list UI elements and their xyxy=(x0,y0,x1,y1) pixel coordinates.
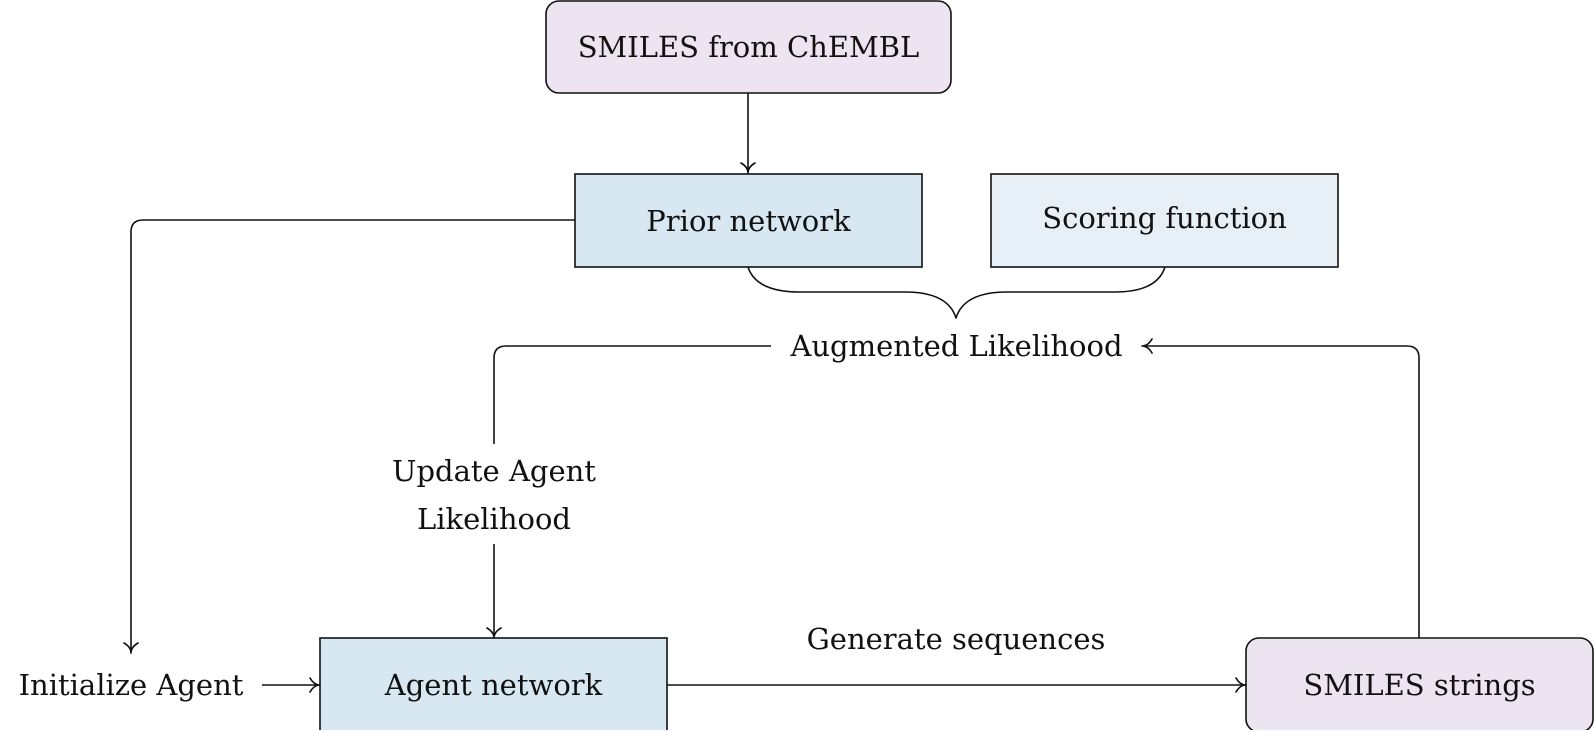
edge-smiles-to-augmented xyxy=(1144,345,1420,638)
prior-network-label: Prior network xyxy=(646,203,851,238)
agent-network-box xyxy=(319,637,668,730)
arrowhead-prior-to-initialize xyxy=(123,642,139,654)
generate-sequences-label: Generate sequences xyxy=(806,622,1106,656)
chembl-source-label: SMILES from ChEMBL xyxy=(577,30,920,64)
edge-augmented-to-update xyxy=(493,345,771,444)
smiles-strings-label: SMILES strings xyxy=(1303,668,1536,702)
scoring-function-box xyxy=(990,173,1339,268)
edge-prior-to-initialize xyxy=(130,219,575,651)
brace-augmented-likelihood xyxy=(747,266,1166,319)
arrowhead-smiles-to-augmented xyxy=(1141,338,1153,354)
arrowhead-initialize-to-agent xyxy=(309,677,321,693)
update-agent-label-line2: Likelihood xyxy=(417,502,571,536)
augmented-likelihood-label: Augmented Likelihood xyxy=(790,329,1123,363)
scoring-function-label: Scoring function xyxy=(1042,200,1287,235)
update-agent-label-line1: Update Agent xyxy=(392,454,596,488)
agent-network-label: Agent network xyxy=(384,667,603,702)
arrowhead-update-to-agent xyxy=(486,627,502,639)
prior-network-box xyxy=(574,173,923,268)
arrowhead-agent-to-smiles xyxy=(1235,677,1247,693)
initialize-agent-label: Initialize Agent xyxy=(18,668,244,702)
arrowhead-chembl-to-prior xyxy=(740,162,756,174)
